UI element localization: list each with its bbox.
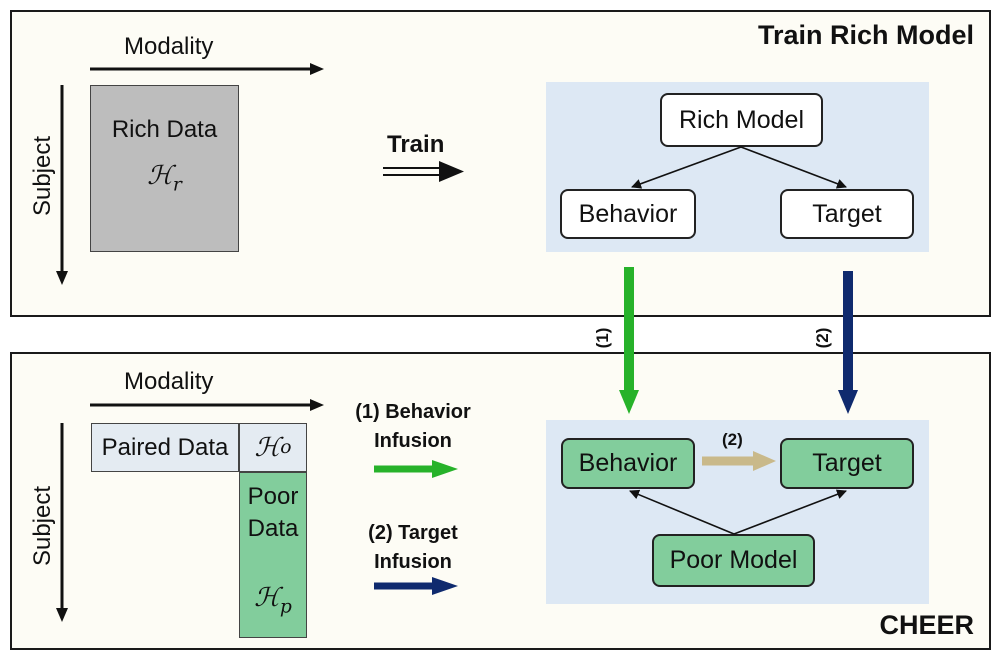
bottom-panel-title: CHEER xyxy=(879,610,974,640)
rich-data-block: Rich Data ℋr xyxy=(90,85,239,252)
train-label: Train xyxy=(387,131,445,158)
inner-arrow-label: (2) xyxy=(722,430,743,449)
paired-data-label: Paired Data xyxy=(101,433,229,461)
connector-label-2: (2) xyxy=(813,328,832,349)
top-target-box: Target xyxy=(780,189,914,239)
bottom-behavior-box: Behavior xyxy=(561,438,695,489)
poor-data-line1: Poor xyxy=(247,483,299,510)
bottom-subject-label: Subject xyxy=(29,485,56,567)
poor-data-block: Poor Data ℋp xyxy=(239,472,307,638)
paired-data-block: Paired Data xyxy=(91,423,239,472)
behavior-infusion-label: (1) Behavior Infusion xyxy=(355,401,471,452)
rich-data-symbol: ℋr xyxy=(147,161,182,196)
rich-model-box: Rich Model xyxy=(660,93,823,147)
top-panel-title: Train Rich Model xyxy=(757,20,974,50)
bottom-modality-label: Modality xyxy=(124,368,214,395)
poor-model-box: Poor Model xyxy=(652,534,815,587)
rich-data-label: Rich Data xyxy=(111,116,218,143)
connector-label-1: (1) xyxy=(593,328,612,349)
top-modality-label: Modality xyxy=(124,33,214,60)
bottom-target-box: Target xyxy=(780,438,914,489)
target-infusion-label: (2) Target Infusion xyxy=(368,522,458,573)
poor-data-symbol: ℋp xyxy=(254,583,292,618)
top-behavior-box: Behavior xyxy=(560,189,696,239)
poor-data-line2: Data xyxy=(247,515,299,542)
top-subject-label: Subject xyxy=(29,135,56,217)
